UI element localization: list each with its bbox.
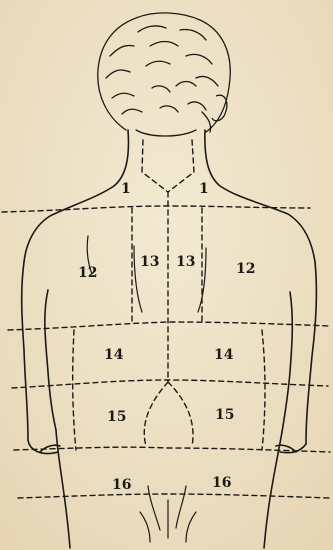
region-14-left: 14 bbox=[104, 347, 124, 363]
region-16-right: 16 bbox=[212, 475, 231, 491]
region-15-right: 15 bbox=[215, 407, 234, 423]
region-13-left: 13 bbox=[140, 254, 159, 270]
region-16-left: 16 bbox=[112, 477, 131, 493]
region-12-right: 12 bbox=[236, 261, 255, 277]
region-15-left: 15 bbox=[107, 409, 126, 425]
region-14-right: 14 bbox=[214, 347, 234, 363]
region-1-left: 1 bbox=[121, 181, 131, 197]
region-12-left: 12 bbox=[78, 265, 97, 281]
region-13-right: 13 bbox=[176, 254, 195, 270]
region-1-right: 1 bbox=[199, 181, 209, 197]
